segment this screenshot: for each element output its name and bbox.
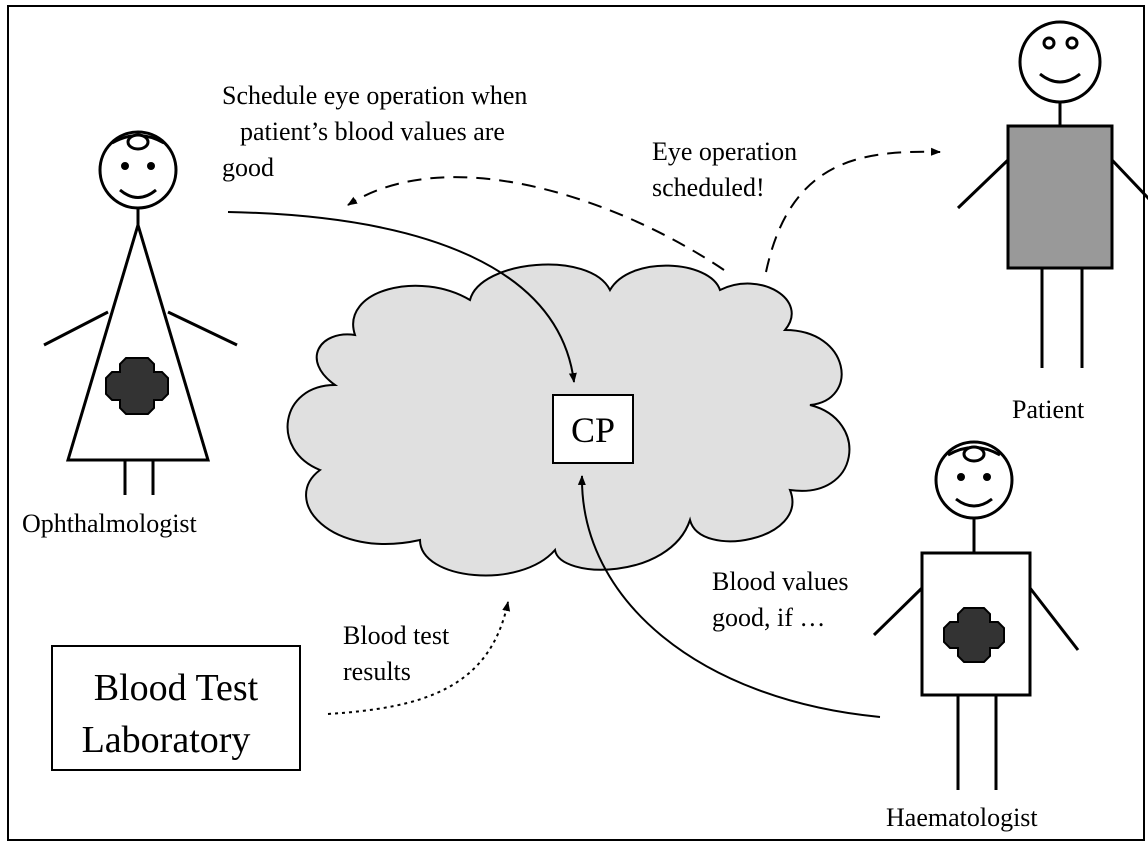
ophthalmologist-smile: [119, 188, 157, 199]
arrow-ophthalmologist-to-cp: [227, 211, 577, 383]
message-blood-test-results: Blood test results: [343, 621, 456, 686]
patient-label: Patient: [1012, 395, 1085, 424]
medical-cross-icon: [105, 357, 169, 415]
message-blood-values: Blood values good, if …: [712, 567, 855, 632]
haematologist-label: Haematologist: [886, 803, 1038, 832]
laboratory-label-line2: Laboratory: [82, 719, 251, 761]
patient-arm-right: [1110, 158, 1148, 201]
head-mirror-icon: [126, 133, 150, 151]
arrow-haematologist-to-cp: [577, 475, 881, 718]
patient-eye-left: [1042, 36, 1056, 50]
frame-border: [7, 5, 1145, 841]
medical-cross-icon: [943, 607, 1005, 663]
message-line: good: [222, 153, 274, 182]
laboratory: Blood Test Laboratory: [51, 645, 301, 771]
arrow-cp-to-ophthalmologist: [347, 176, 725, 271]
patient-smile: [1039, 72, 1081, 84]
message-operation-scheduled: Eye operation scheduled!: [652, 137, 804, 202]
cloud: CP: [286, 263, 851, 577]
message-line: Schedule eye operation when: [222, 81, 527, 110]
ophthalmologist-arm-left: [43, 310, 109, 347]
patient-figure: Patient: [956, 20, 1148, 424]
laboratory-box: [51, 645, 301, 771]
message-schedule-request: Schedule eye operation when patient’s bl…: [222, 81, 534, 182]
patient-eye-right: [1065, 36, 1079, 50]
haematologist-arm-left: [872, 586, 924, 637]
message-line: Blood values: [712, 567, 849, 596]
patient-arm-left: [956, 158, 1010, 210]
message-line: scheduled!: [652, 173, 765, 202]
ophthalmologist-eye-left: [121, 162, 129, 170]
ophthalmologist-dress: [65, 219, 211, 462]
message-line: results: [343, 657, 411, 686]
ophthalmologist-label: Ophthalmologist: [22, 509, 198, 538]
patient-head: [1018, 20, 1102, 104]
cp-box: [552, 394, 634, 464]
ophthalmologist-figure: Ophthalmologist: [22, 130, 238, 538]
ophthalmologist-arm-right: [167, 310, 238, 347]
haematologist-smile: [955, 497, 993, 508]
message-line: good, if …: [712, 603, 825, 632]
arrow-cp-to-patient: [765, 147, 941, 273]
haematologist-eye-right: [983, 473, 991, 481]
haematologist-eye-left: [957, 473, 965, 481]
patient-body: [1006, 124, 1114, 270]
message-line: patient’s blood values are: [240, 117, 505, 146]
haematologist-figure: Haematologist: [872, 440, 1080, 832]
cp-label: CP: [571, 410, 615, 450]
ophthalmologist-eye-right: [147, 162, 155, 170]
laboratory-label-line1: Blood Test: [94, 667, 259, 709]
arrow-laboratory-to-cloud: [327, 601, 511, 715]
message-line: Blood test: [343, 621, 450, 650]
message-line: Eye operation: [652, 137, 797, 166]
haematologist-arm-right: [1028, 587, 1080, 651]
head-mirror-icon: [962, 445, 986, 463]
